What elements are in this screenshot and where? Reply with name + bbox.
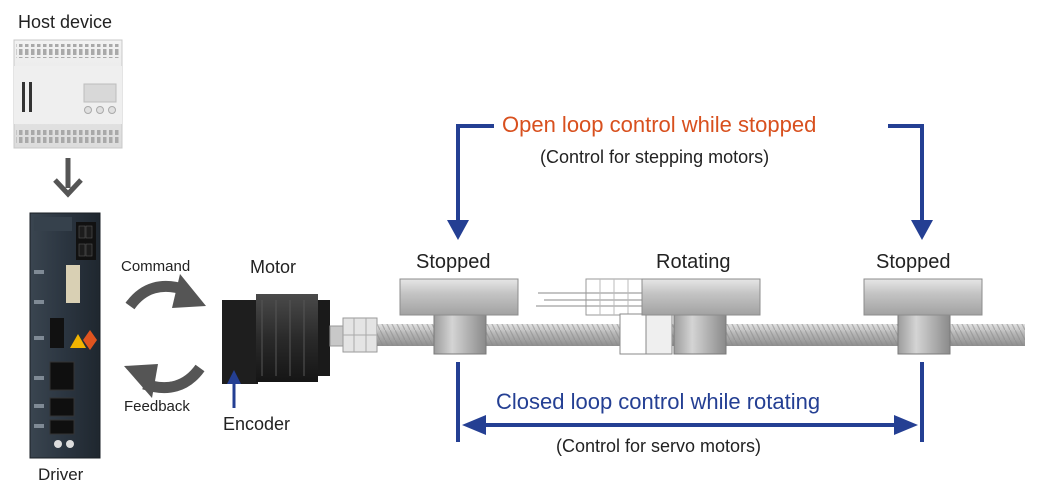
host-device-image [13, 39, 123, 149]
open-loop-subtitle: (Control for stepping motors) [540, 147, 770, 167]
open-loop-arrow-right-icon [911, 220, 933, 240]
closed-loop-arrow-left-icon [462, 415, 486, 435]
closed-loop-subtitle: (Control for servo motors) [556, 436, 762, 456]
driver-image [29, 212, 101, 459]
encoder-arrow-icon [227, 370, 241, 408]
carriage-rotating [536, 278, 761, 355]
closed-loop-bracket [456, 362, 924, 442]
curved-arrow-ccw-icon [124, 364, 205, 398]
open-loop-arrow-left-icon [447, 220, 469, 240]
feedback-label: Feedback [124, 398, 190, 415]
driver-label: Driver [38, 465, 84, 484]
closed-loop-arrow-right-icon [894, 415, 918, 435]
closed-loop-title: Closed loop control while rotating [496, 389, 821, 414]
open-loop-title: Open loop control while stopped [502, 112, 817, 137]
curved-arrow-cw-icon [125, 274, 206, 310]
warning-icon [70, 334, 86, 348]
open-loop-bracket [456, 124, 924, 222]
command-label: Command [121, 258, 191, 275]
carriage-stopped-left [399, 278, 519, 355]
rotating-label: Rotating [656, 251, 731, 273]
down-arrow-icon [53, 158, 83, 198]
carriage-stopped-right [863, 278, 983, 355]
stopped-right-label: Stopped [876, 251, 951, 273]
motor-label: Motor [250, 257, 297, 277]
host-device-label: Host device [18, 12, 113, 32]
encoder-label: Encoder [223, 414, 291, 434]
stopped-left-label: Stopped [416, 251, 491, 273]
motor-image [222, 294, 378, 384]
